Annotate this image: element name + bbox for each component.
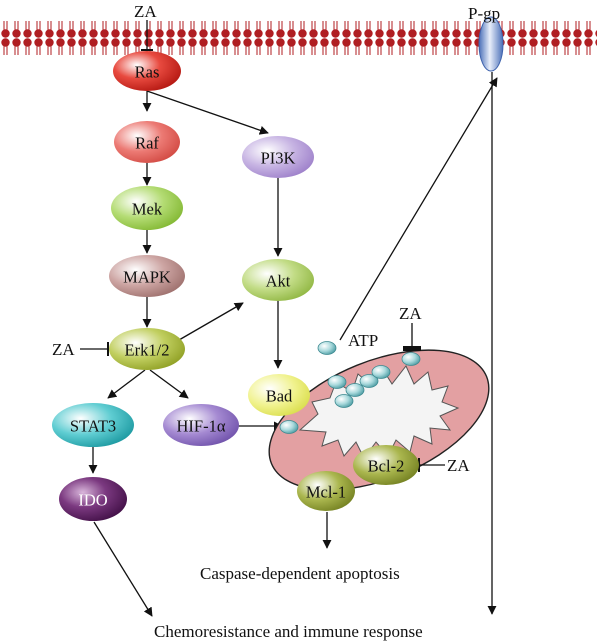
node-akt: Akt xyxy=(242,259,314,301)
node-raf: Raf xyxy=(114,121,180,163)
node-stat3-label: STAT3 xyxy=(70,417,116,436)
pathway-edges xyxy=(88,72,498,617)
node-ras-label: Ras xyxy=(135,63,160,82)
za-erk-inhibit xyxy=(80,342,109,356)
atp-granule xyxy=(279,420,299,434)
node-pi3k: PI3K xyxy=(242,136,314,178)
node-bcl2-label: Bcl-2 xyxy=(368,457,405,476)
atp-granule xyxy=(334,394,354,408)
pgp-label: P-gp xyxy=(468,4,500,23)
edge-erk-hif xyxy=(149,369,189,399)
edge-ras-pi3k xyxy=(146,90,269,135)
chemoresistance-label: Chemoresistance and immune response xyxy=(154,622,423,641)
cell-membrane xyxy=(0,21,597,59)
za-mito-label: ZA xyxy=(399,304,422,323)
node-mek-label: Mek xyxy=(132,200,163,219)
atp-granule xyxy=(371,365,391,379)
caspase-apoptosis-label: Caspase-dependent apoptosis xyxy=(200,564,400,583)
node-bad: Bad xyxy=(248,374,310,416)
atp-granule xyxy=(327,375,347,389)
atp-granule xyxy=(359,374,379,388)
edge-ido-chemo xyxy=(93,521,153,617)
za-ras-label: ZA xyxy=(134,2,157,21)
node-hif: HIF-1α xyxy=(163,404,239,446)
node-ido-label: IDO xyxy=(78,491,107,510)
node-bcl2: Bcl-2 xyxy=(353,445,419,485)
edge-atp-pgp xyxy=(339,77,498,341)
atp-granule xyxy=(345,383,365,397)
node-mapk-label: MAPK xyxy=(123,268,171,287)
node-bad-label: Bad xyxy=(266,387,293,406)
pgp-transporter xyxy=(478,16,504,72)
edge-erk-stat3 xyxy=(107,369,146,399)
atp-granules xyxy=(279,341,421,434)
node-ido: IDO xyxy=(59,477,127,521)
node-stat3: STAT3 xyxy=(52,403,134,447)
node-erk-label: Erk1/2 xyxy=(125,341,170,360)
za-erk-label: ZA xyxy=(52,340,75,359)
za-bcl2-label: ZA xyxy=(447,456,470,475)
edge-erk-akt xyxy=(178,302,244,341)
node-mapk: MAPK xyxy=(109,255,185,297)
atp-granule xyxy=(401,352,421,366)
node-mcl1: Mcl-1 xyxy=(297,471,355,511)
za-mito-inhibit xyxy=(403,323,421,351)
node-raf-label: Raf xyxy=(135,134,159,153)
node-pi3k-label: PI3K xyxy=(261,149,296,168)
atp-granule xyxy=(317,341,337,355)
za-ras-inhibit xyxy=(141,20,153,51)
node-hif-label: HIF-1α xyxy=(177,417,226,436)
node-erk: Erk1/2 xyxy=(109,328,185,370)
node-mcl1-label: Mcl-1 xyxy=(306,483,346,502)
atp-label: ATP xyxy=(348,331,378,350)
node-ras: Ras xyxy=(113,51,181,91)
mitochondrion xyxy=(268,349,490,491)
node-mek: Mek xyxy=(111,186,183,230)
node-akt-label: Akt xyxy=(266,272,291,291)
